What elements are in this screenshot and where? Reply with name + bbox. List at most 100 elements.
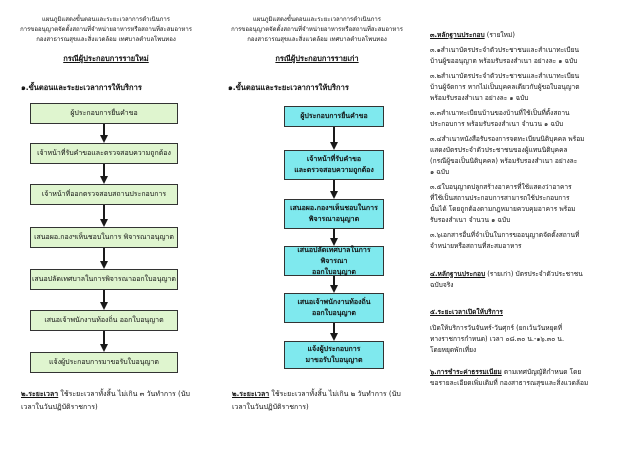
flow-arrow-down-icon — [330, 142, 338, 150]
duration-note: ๒.ระยะเวลา ใช้ระยะเวลาทั้งสิ้น ไม่เกิน ๒… — [232, 388, 401, 414]
requirement-line: (กรณีผู้ขอเป็นนิติบุคคล) พร้อมรับรองสำเน… — [430, 157, 578, 165]
requirement-line: ที่ใช้เป็นสถานประกอบการสามารถใช้ประกอบกา… — [430, 194, 570, 202]
duration-text: ใช้ระยะเวลาทั้งสิ้น ไม่เกิน ๒ วันทำการ (… — [269, 390, 401, 398]
flow-step-line-2: มาขอรับใบอนุญาต — [305, 356, 363, 364]
column-requirements: ๓.หลักฐานประกอบ (รายใหม่) ๓.๑สำเนาบัตรปร… — [424, 0, 640, 453]
flow-step-line-1: แจ้งผู้ประกอบการ — [307, 345, 361, 353]
flow-arrow-down-icon — [100, 219, 108, 227]
flow-arrow-stem — [103, 205, 105, 219]
flow-step-3: เสนอผอ.กองฯเห็นชอบในการพิจารณาอนุญาต — [284, 199, 384, 229]
flow-arrow-down-icon — [330, 333, 338, 341]
requirement-heading-text: ตามเทศบัญญัติกำหนด โดย — [501, 368, 582, 376]
duration-text: ใช้ระยะเวลาทั้งสิ้น ไม่เกิน ๓ วันทำการ (… — [58, 390, 190, 398]
flow-arrow-stem — [103, 164, 105, 176]
flow-step-6: เสนอเจ้าพนักงานท้องถิ่น ออกใบอนุญาต — [30, 310, 178, 331]
flow-arrow-down-icon — [100, 135, 108, 143]
duration-note: ๒.ระยะเวลา ใช้ระยะเวลาทั้งสิ้น ไม่เกิน ๓… — [21, 388, 190, 414]
flow-step-line-1: เสนอเจ้าพนักงานท้องถิ่น — [297, 298, 371, 306]
flow-arrow-down-icon — [100, 344, 108, 352]
header-line-1: แผนภูมิแสดงขั้นตอนและระยะเวลาการดำเนินกา… — [253, 16, 381, 23]
flow-step-5: เสนอเจ้าพนักงานท้องถิ่นออกใบอนุญาต — [284, 293, 384, 323]
duration-text-2: เวลาในวันปฏิบัติราชการ) — [21, 403, 98, 411]
flow-step-3: เจ้าหน้าที่ออกตรวจสอบสถานประกอบการ — [30, 184, 178, 205]
flow-step-5: เสนอปลัดเทศบาลในการพิจารณาออกใบอนุญาต — [30, 269, 178, 290]
duration-text-2: เวลาในวันปฏิบัติราชการ) — [232, 403, 309, 411]
requirement-line: ๓.๑สำเนาบัตรประจำตัวประชาชนและสำเนาทะเบี… — [430, 46, 579, 54]
flow-arrow-stem — [333, 180, 335, 191]
requirement-line: ๓.หลักฐานประกอบ (รายใหม่) — [430, 30, 515, 41]
requirement-line: พร้อมรับรองสำเนา อย่างละ ๑ ฉบับ — [430, 94, 529, 102]
requirement-heading-text: (รายเก่า) บัตรประจำตัวประชาชน — [485, 270, 583, 278]
document-header: แผนภูมิแสดงขั้นตอนและระยะเวลาการดำเนินกา… — [214, 15, 420, 45]
header-line-3: กองสาธารณสุขและสิ่งแวดล้อม เทศบาลตำบลโพน… — [36, 36, 176, 43]
requirement-line: รับรองสำเนา จำนวน ๑ ฉบับ — [430, 216, 511, 224]
flow-arrow-stem — [333, 229, 335, 238]
flow-step-line-1: เสนอผอ.กองฯเห็นชอบในการ — [290, 204, 378, 212]
requirement-line: ประกอบการ พร้อมรับรองสำเนา จำนวน ๑ ฉบับ — [430, 120, 564, 128]
flow-step-6: แจ้งผู้ประกอบการมาขอรับใบอนุญาต — [284, 341, 384, 369]
duration-label: ๒.ระยะเวลา — [232, 390, 270, 398]
flow-step-line-1: ผู้ประกอบการยื่นคำขอ — [300, 112, 368, 120]
requirement-line: นั้นได้ โดยถูกต้องตามกฎหมายควบคุมอาคาร พ… — [430, 205, 576, 213]
flow-step-1: ผู้ประกอบการยื่นคำขอ — [284, 106, 384, 127]
flow-step-7: แจ้งผู้ประกอบการมาขอรับใบอนุญาต — [30, 352, 178, 373]
flow-arrow-stem — [103, 331, 105, 344]
flow-arrow-stem — [103, 124, 105, 135]
flow-step-line-1: เจ้าหน้าที่รับคำขอ — [306, 155, 362, 163]
header-line-3: กองสาธารณสุขและสิ่งแวดล้อม เทศบาลตำบลโพน… — [247, 36, 387, 43]
requirement-line: แสดงบัตรประจำตัวประชาชนของผู้แทนนิติบุคค… — [430, 146, 568, 154]
column-new-operator: แผนภูมิแสดงขั้นตอนและระยะเวลาการดำเนินกา… — [0, 0, 212, 453]
requirement-line: ๑ ฉบับ — [430, 168, 450, 176]
section-title: ๑.ขั้นตอนและระยะเวลาการให้บริการ — [21, 83, 142, 92]
flow-arrow-stem — [333, 127, 335, 142]
header-line-2: การขออนุญาตจัดตั้งสถานที่จำหน่ายอาหารหรื… — [20, 26, 192, 33]
flow-step-line-1: เสนอปลัดเทศบาลในการพิจารณา — [297, 245, 371, 265]
flow-arrow-down-icon — [330, 238, 338, 246]
requirement-heading: ๕.ระยะเวลาเปิดให้บริการ — [430, 308, 503, 316]
flow-step-line-2: และตรวจสอบความถูกต้อง — [294, 166, 374, 174]
requirement-heading-text: (รายใหม่) — [484, 31, 515, 39]
flow-arrow-stem — [103, 248, 105, 261]
flow-step-1: ผู้ประกอบการยื่นคำขอ — [30, 103, 178, 124]
requirement-line: ฉบับจริง — [430, 281, 454, 289]
document-header: แผนภูมิแสดงขั้นตอนและระยะเวลาการดำเนินกา… — [0, 15, 212, 45]
requirement-line: ๖.การชำระค่าธรรมเนียม ตามเทศบัญญัติกำหนด… — [430, 367, 581, 378]
requirement-line: ขอรายละเอียดเพิ่มเติมที่ กองสาธารณสุขและ… — [430, 379, 589, 387]
flow-arrow-down-icon — [100, 261, 108, 269]
requirement-line: บ้านผู้ขออนุญาต พร้อมรับรองสำเนา อย่างละ… — [430, 57, 578, 65]
section-title: ๑.ขั้นตอนและระยะเวลาการให้บริการ — [228, 83, 349, 92]
requirement-line: ๕.ระยะเวลาเปิดให้บริการ — [430, 307, 503, 318]
flow-step-2: เจ้าหน้าที่รับคำขอและตรวจสอบความถูกต้อง — [284, 150, 384, 180]
requirement-heading: ๓.หลักฐานประกอบ — [430, 31, 485, 39]
requirement-line: เปิดให้บริการวันจันทร์-วันศุกร์ (ยกเว้นว… — [430, 324, 563, 332]
requirement-line: บ้านผู้จัดการ หากไม่เป็นบุคคลเดียวกับผู้… — [430, 83, 580, 91]
flow-arrow-down-icon — [100, 302, 108, 310]
flow-step-line-2: ออกใบอนุญาต — [312, 267, 356, 276]
requirement-heading: ๖.การชำระค่าธรรมเนียม — [430, 368, 502, 376]
flow-step-4: เสนอปลัดเทศบาลในการพิจารณาออกใบอนุญาต — [284, 246, 384, 276]
requirement-heading: ๔.หลักฐานประกอบ — [430, 270, 486, 278]
requirement-line: ๔.หลักฐานประกอบ (รายเก่า) บัตรประจำตัวปร… — [430, 269, 583, 280]
requirement-line: โดยหยุดพักเที่ยง — [430, 346, 477, 354]
requirement-line: ๓.๕ใบอนุญาตปลูกสร้างอาคารที่ใช้แสดงว่าอา… — [430, 183, 572, 191]
requirement-line: ๓.๒สำเนาบัตรประจำตัวประชาชนและสำเนาทะเบี… — [430, 72, 580, 80]
flow-arrow-down-icon — [330, 191, 338, 199]
requirement-line: ทางราชการกำหนด) เวลา ๐๘.๓๐ น.-๑๖.๓๐ น. — [430, 335, 565, 343]
flow-step-4: เสนอผอ.กองฯเห็นชอบในการ พิจารณาอนุญาต — [30, 227, 178, 248]
flow-arrow-down-icon — [330, 285, 338, 293]
requirement-line: ๓.๖เอกสารอื่นที่จำเป็นในการขออนุญาตจัดตั… — [430, 231, 580, 239]
column-existing-operator: แผนภูมิแสดงขั้นตอนและระยะเวลาการดำเนินกา… — [214, 0, 420, 453]
flow-arrow-stem — [333, 276, 335, 285]
case-title: กรณีผู้ประกอบการรายเก่า — [275, 54, 359, 63]
requirement-line: ๓.๓สำเนาทะเบียนบ้านของบ้านที่ใช้เป็นที่ต… — [430, 109, 570, 117]
flow-step-line-2: ออกใบอนุญาต — [312, 309, 356, 317]
header-line-1: แผนภูมิแสดงขั้นตอนและระยะเวลาการดำเนินกา… — [42, 16, 170, 23]
case-title: กรณีผู้ประกอบการรายใหม่ — [63, 54, 149, 63]
flow-step-line-2: พิจารณาอนุญาต — [308, 215, 360, 223]
flow-arrow-stem — [333, 323, 335, 333]
flow-arrow-down-icon — [100, 176, 108, 184]
requirement-line: ๓.๔สำเนาหนังสือรับรองการจดทะเบียนนิติบุค… — [430, 135, 585, 143]
requirement-line: จำหน่ายหรือสถานที่สะสมอาหาร — [430, 242, 522, 250]
header-line-2: การขออนุญาตจัดตั้งสถานที่จำหน่ายอาหารหรื… — [231, 26, 403, 33]
duration-label: ๒.ระยะเวลา — [21, 390, 59, 398]
